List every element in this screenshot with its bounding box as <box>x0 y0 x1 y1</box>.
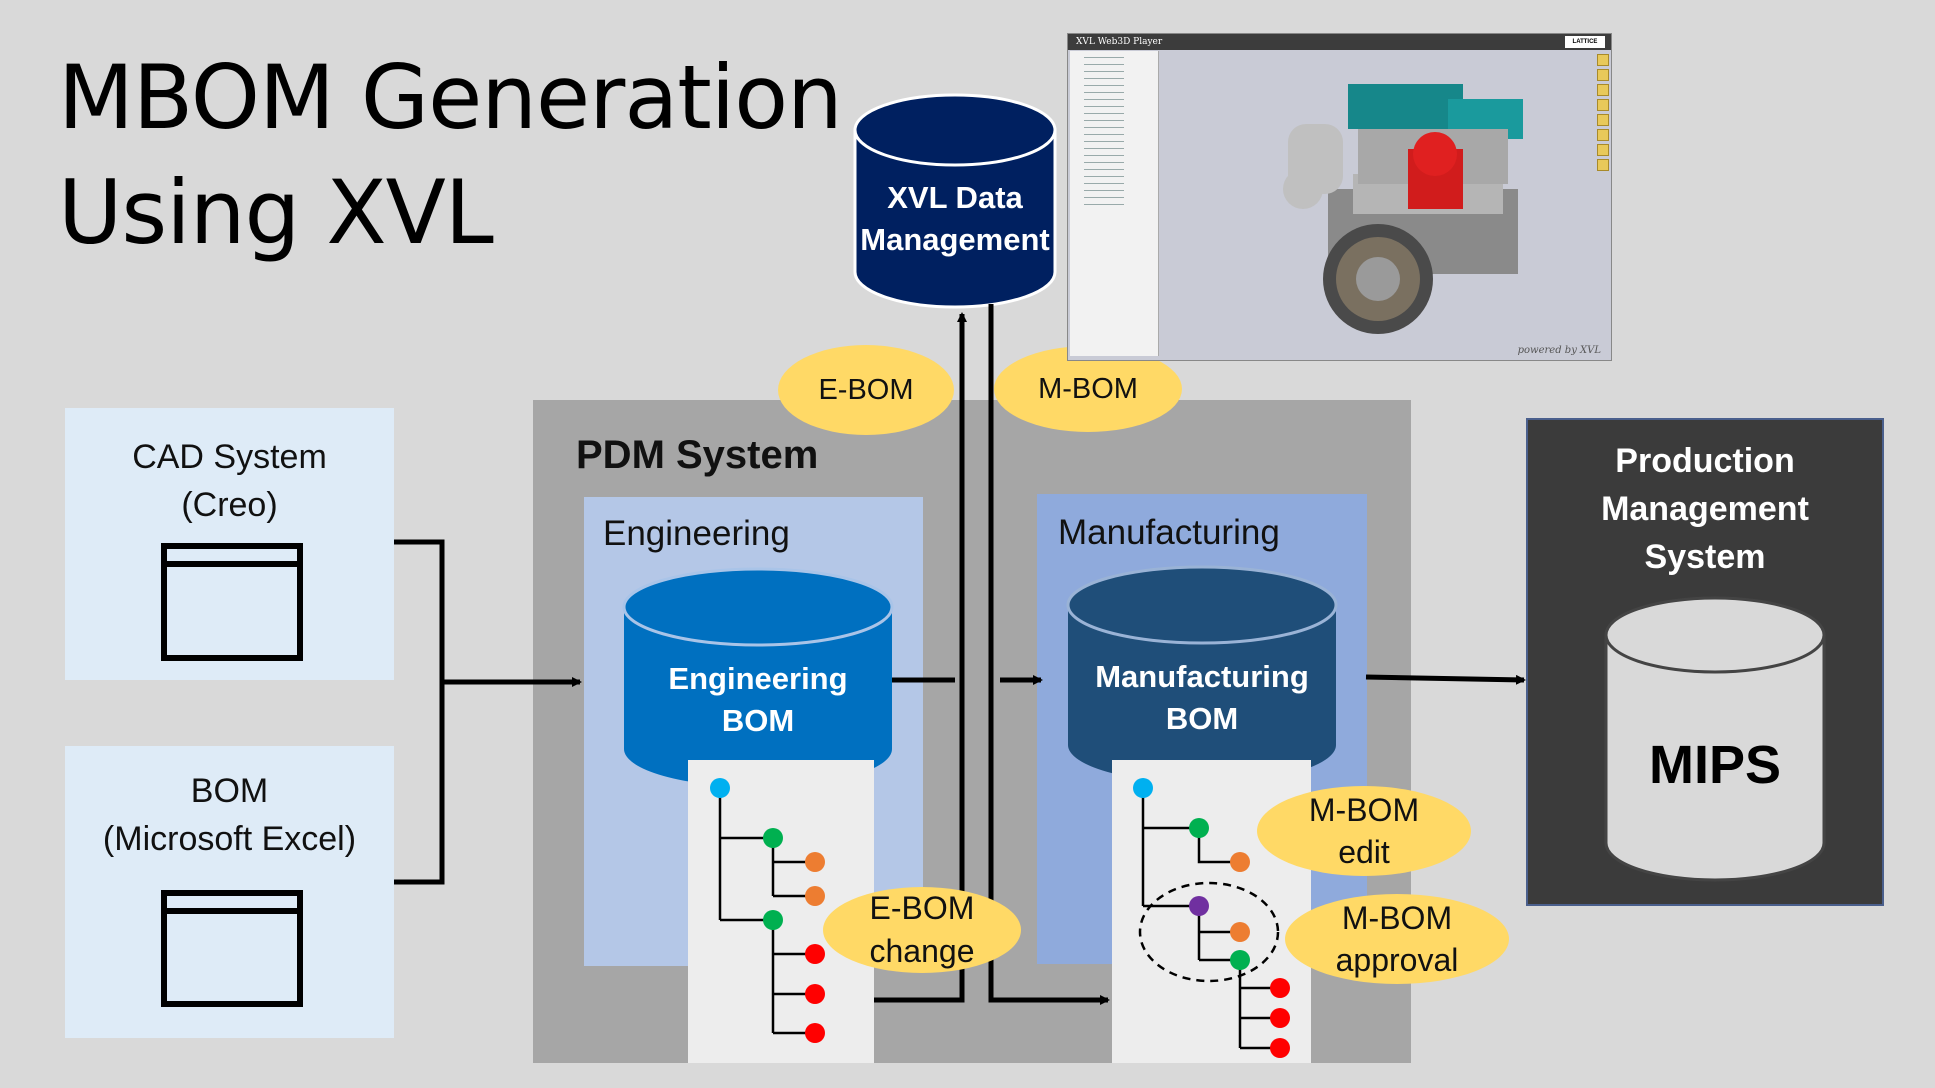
manufacturing-bom-cylinder <box>1066 565 1338 783</box>
manufacturing-db-line-2: BOM <box>1165 701 1239 736</box>
ebom-callout-label: E-BOM <box>818 374 914 406</box>
manufacturing-db-line-1: Manufacturing <box>1095 659 1309 694</box>
page-title: MBOM Generation Using XVL <box>58 40 843 270</box>
title-line-2: Using XVL <box>58 161 494 264</box>
mbom-edit-callout-label: M-BOM edit <box>1257 789 1471 873</box>
tree-node <box>805 944 825 964</box>
xvl-database-cylinder <box>853 93 1057 309</box>
tree-node <box>1230 852 1250 872</box>
cad-label-line-1: CAD System <box>132 438 327 476</box>
window-icon <box>161 890 303 1007</box>
engineering-db-line-2: BOM <box>721 703 795 738</box>
viewer-title-bar: XVL Web3D Player <box>1068 34 1611 50</box>
window-icon <box>161 543 303 661</box>
tree-node <box>1230 922 1250 942</box>
bom-excel-label: BOM (Microsoft Excel) <box>65 767 394 863</box>
mbom-approval-callout-label: M-BOM approval <box>1285 897 1509 981</box>
mbom-approval-callout-ellipse <box>1285 894 1509 984</box>
tree-node <box>805 984 825 1004</box>
cad-label-line-2: (Creo) <box>181 486 278 524</box>
mbom-approval-line-1: M-BOM <box>1341 900 1453 936</box>
engineering-bom-label: Engineering BOM <box>624 658 892 742</box>
ebom-tree-nodes <box>710 778 825 1043</box>
bom-label-line-1: BOM <box>190 772 269 810</box>
manufacturing-bom-label: Manufacturing BOM <box>1068 656 1336 740</box>
production-management-label: Production Management System <box>1527 437 1883 581</box>
viewer-toolbar <box>1597 54 1609 174</box>
manufacturing-panel-label: Manufacturing <box>1058 513 1280 552</box>
production-label-line-3: System <box>1644 538 1766 576</box>
tree-node <box>805 886 825 906</box>
mbom-edit-line-2: edit <box>1338 834 1390 870</box>
tree-node <box>1189 896 1209 916</box>
tree-node <box>1133 778 1153 798</box>
tree-node <box>1189 818 1209 838</box>
mbom-edit-callout-ellipse <box>1257 786 1471 876</box>
xvl-label-line-2: Management <box>860 222 1050 257</box>
tree-node <box>763 828 783 848</box>
mbom-edit-line-1: M-BOM <box>1308 792 1420 828</box>
mbom-approval-line-2: approval <box>1335 942 1459 978</box>
xvl-data-management-label: XVL Data Management <box>855 177 1055 261</box>
tree-node <box>1230 950 1250 970</box>
mbom-callout-label: M-BOM <box>1038 373 1138 405</box>
mbom-tree-nodes <box>1133 778 1290 1058</box>
ebom-change-callout-ellipse <box>823 887 1021 973</box>
production-label-line-2: Management <box>1601 490 1809 528</box>
engineering-panel-label: Engineering <box>603 514 790 553</box>
production-label-line-1: Production <box>1615 442 1795 480</box>
ebom-change-callout-label: E-BOM change <box>823 887 1021 973</box>
xvl-web3d-player-window: XVL Web3D Player LATTICE powered by <box>1067 33 1612 361</box>
ebom-change-line-1: E-BOM <box>869 890 975 926</box>
viewer-tree-panel <box>1070 51 1159 356</box>
selection-dashed-ellipse <box>1138 881 1280 983</box>
viewer-brand: powered by XVL <box>1517 345 1601 356</box>
tree-node <box>1270 1008 1290 1028</box>
engineering-bom-cylinder <box>622 567 894 787</box>
tree-node <box>1270 1038 1290 1058</box>
engine-model-image <box>1283 84 1523 334</box>
cad-system-label: CAD System (Creo) <box>65 433 394 529</box>
bom-label-line-2: (Microsoft Excel) <box>102 820 357 858</box>
tree-node <box>710 778 730 798</box>
xvl-label-line-1: XVL Data <box>887 180 1023 215</box>
engineering-db-line-1: Engineering <box>668 661 848 696</box>
mbom-callout-ellipse <box>994 346 1182 432</box>
tree-node <box>1270 978 1290 998</box>
pdm-system-title: PDM System <box>576 433 819 477</box>
mips-cylinder <box>1604 596 1826 882</box>
ebom-callout-ellipse <box>778 345 954 435</box>
title-line-1: MBOM Generation <box>58 46 843 149</box>
tree-node <box>805 852 825 872</box>
lattice-logo: LATTICE <box>1565 36 1605 48</box>
mips-label: MIPS <box>1648 735 1782 795</box>
ebom-change-line-2: change <box>869 933 975 969</box>
tree-node <box>805 1023 825 1043</box>
tree-node <box>763 910 783 930</box>
